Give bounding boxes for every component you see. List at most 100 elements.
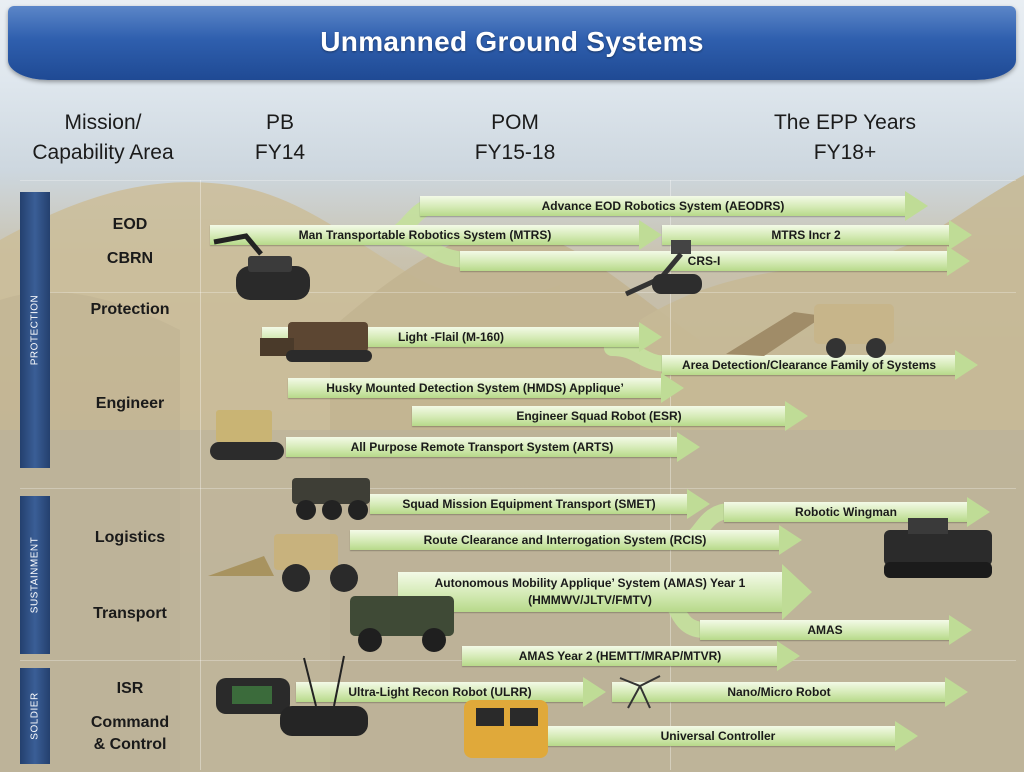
grid-line: [20, 488, 1016, 489]
row-label-isr: ISR: [116, 680, 144, 697]
crs-i-robot-image: [624, 240, 702, 297]
light-flail-image: [260, 322, 372, 362]
arrow-mtrs-incr2: MTRS Incr 2: [662, 220, 972, 250]
sidebar-sustainment: SUSTAINMENT: [20, 496, 50, 654]
arrow-label: Area Detection/Clearance Family of Syste…: [681, 358, 937, 372]
arrow-label-line: (HMMWV/JLTV/FMTV): [528, 593, 652, 607]
arrow-body: [662, 355, 956, 375]
arrow-rcis: Route Clearance and Interrogation System…: [350, 525, 802, 555]
arrow-body: [460, 251, 948, 271]
row-label-command-control: Command & Control: [70, 712, 190, 756]
arrow-head: [782, 564, 812, 620]
column-header-line: FY15-18: [474, 141, 556, 164]
column-header-pb: PB FY14: [230, 108, 330, 168]
rcis-vehicle-image: [208, 534, 358, 592]
arrow-head: [661, 373, 684, 403]
arrow-label: Robotic Wingman: [795, 505, 897, 519]
arrow-body: [210, 225, 640, 245]
arrow-universal-controller: Universal Controller: [540, 721, 918, 751]
arrow-head: [639, 322, 662, 352]
universal-controller-image: [464, 700, 548, 758]
arrow-body: [288, 378, 662, 398]
arrow-head: [639, 220, 662, 250]
arrow-label: Ultra-Light Recon Robot (ULRR): [348, 685, 532, 699]
arrow-body: [296, 682, 584, 702]
arrow-crs-i: CRS-I: [460, 246, 970, 276]
grid-line: [20, 292, 1016, 293]
arrow-head: [905, 191, 928, 221]
arrow-body: [398, 572, 782, 612]
arrow-adc-fos: Area Detection/Clearance Family of Syste…: [662, 350, 978, 380]
arrow-label: MTRS Incr 2: [771, 228, 841, 242]
arrow-body: [700, 620, 950, 640]
arrow-head: [779, 525, 802, 555]
row-label-engineer: Engineer: [95, 395, 165, 412]
arrow-label: Autonomous Mobility Applique’ System (AM…: [398, 572, 782, 609]
arrow-label: CRS-I: [687, 254, 721, 268]
arrow-ulrr: Ultra-Light Recon Robot (ULRR): [296, 677, 606, 707]
column-header-line: FY14: [254, 141, 306, 164]
arrow-nano-micro: Nano/Micro Robot: [612, 677, 968, 707]
row-label-cbrn: CBRN: [106, 250, 154, 267]
arrow-label: All Purpose Remote Transport System (ART…: [350, 440, 614, 454]
row-label-logistics: Logistics: [94, 529, 166, 546]
arrow-body: [462, 646, 778, 666]
column-header-line: The EPP Years: [773, 111, 917, 134]
arrow-label: AMAS Year 2 (HEMTT/MRAP/MTVR): [518, 649, 722, 663]
arrow-label: AMAS: [807, 623, 843, 637]
ulrr-robot-image: [216, 678, 290, 714]
arrow-label: Light -Flail (M-160): [398, 330, 504, 344]
area-clearance-vehicle-image: [726, 304, 894, 358]
arrow-label: Man Transportable Robotics System (MTRS): [298, 228, 552, 242]
arrow-body: [420, 196, 906, 216]
arrow-head: [677, 432, 700, 462]
arts-vehicle-image: [210, 410, 284, 460]
column-header-line: FY18+: [813, 141, 877, 164]
column-header-line: Mission/: [64, 111, 142, 134]
arrow-body: [662, 225, 950, 245]
column-header-line: Capability Area: [32, 141, 174, 164]
arrow-smet: Squad Mission Equipment Transport (SMET): [370, 489, 710, 519]
arrow-head: [785, 401, 808, 431]
column-header-line: PB: [265, 111, 294, 134]
arrow-arts: All Purpose Remote Transport System (ART…: [286, 432, 700, 462]
arrow-head: [777, 641, 800, 671]
arrow-head: [583, 677, 606, 707]
arrow-head: [967, 497, 990, 527]
arrow-head: [687, 489, 710, 519]
column-header-epp: The EPP Years FY18+: [750, 108, 940, 168]
row-label-line: & Control: [93, 736, 167, 753]
grid-line: [670, 180, 671, 770]
column-header-pom: POM FY15-18: [440, 108, 590, 168]
arrow-head: [955, 350, 978, 380]
arrow-label: Husky Mounted Detection System (HMDS) Ap…: [326, 381, 624, 395]
arrow-head: [949, 615, 972, 645]
arrow-head: [945, 677, 968, 707]
smet-vehicle-image: [292, 478, 370, 520]
arrow-label: Advance EOD Robotics System (AEODRS): [541, 199, 785, 213]
arrow-head: [949, 220, 972, 250]
arrow-hmds: Husky Mounted Detection System (HMDS) Ap…: [288, 373, 684, 403]
row-label-line: Command: [90, 714, 170, 731]
recon-robot-image: [280, 655, 368, 736]
column-header-line: POM: [491, 111, 539, 134]
arrow-robotic-wingman: Robotic Wingman: [724, 497, 990, 527]
arrow-label: Universal Controller: [660, 729, 776, 743]
arrow-label: Route Clearance and Interrogation System…: [423, 533, 707, 547]
arrow-label: Engineer Squad Robot (ESR): [516, 409, 682, 423]
row-label-protection: Protection: [90, 301, 170, 318]
arrow-body: [412, 406, 786, 426]
hmmwv-image: [350, 596, 454, 652]
row-label-eod: EOD: [112, 216, 148, 233]
title-banner: Unmanned Ground Systems: [8, 6, 1016, 80]
arrow-body: [724, 502, 968, 522]
arrow-body: [540, 726, 896, 746]
arrow-body: [286, 437, 678, 457]
arrow-amas-year2: AMAS Year 2 (HEMTT/MRAP/MTVR): [462, 641, 800, 671]
arrow-head: [895, 721, 918, 751]
arrow-mtrs: Man Transportable Robotics System (MTRS): [210, 220, 662, 250]
arrow-label: Squad Mission Equipment Transport (SMET): [402, 497, 656, 511]
robotic-wingman-image: [884, 518, 992, 578]
page-title: Unmanned Ground Systems: [320, 26, 704, 57]
